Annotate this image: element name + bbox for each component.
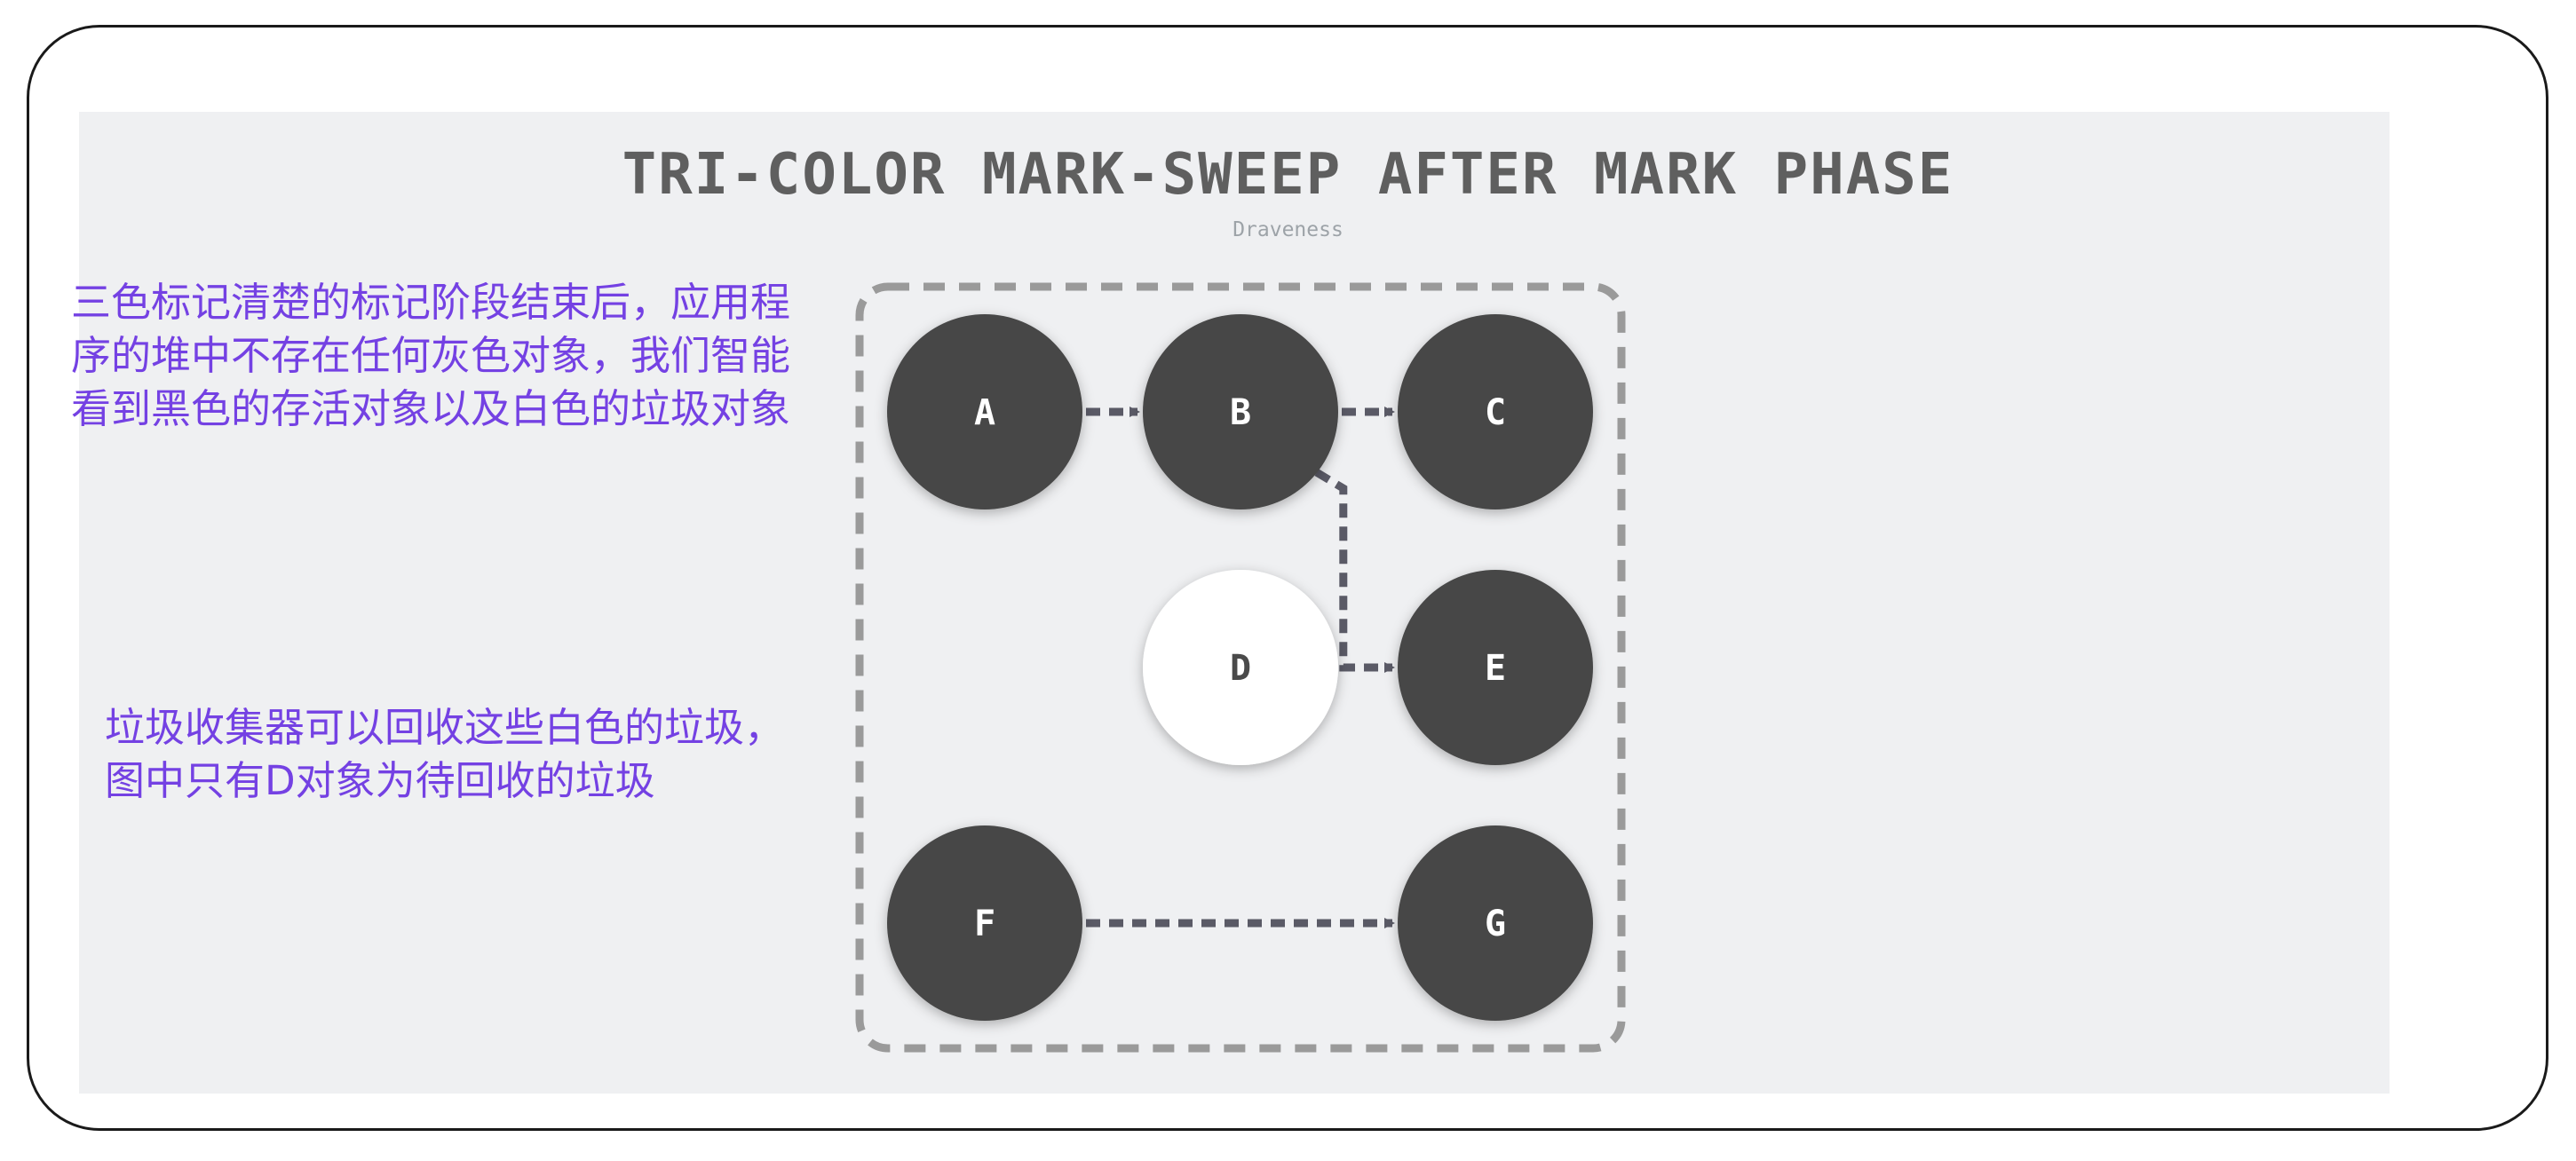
node-D: D <box>1143 570 1338 765</box>
node-F-label: F <box>974 904 995 944</box>
heap-boundary <box>855 282 1626 1053</box>
node-A-circle <box>887 314 1082 509</box>
annotation-top-line: 序的堆中不存在任何灰色对象，我们智能 <box>71 332 791 379</box>
node-A-label: A <box>974 392 995 433</box>
node-E: E <box>1398 570 1593 765</box>
node-D-circle <box>1143 570 1338 765</box>
annotation-bottom-line: 图中只有D对象为待回收的垃圾 <box>105 757 655 804</box>
node-G-circle <box>1398 825 1593 1021</box>
node-B-label: B <box>1230 392 1251 433</box>
node-A: A <box>887 314 1082 509</box>
nodes-layer: A B C D E F G <box>887 314 1593 1021</box>
annotation-bottom: 垃圾收集器可以回收这些白色的垃圾， 图中只有D对象为待回收的垃圾 <box>105 701 784 808</box>
annotation-top: 三色标记清楚的标记阶段结束后，应用程 序的堆中不存在任何灰色对象，我们智能 看到… <box>71 276 790 436</box>
node-C-circle <box>1398 314 1593 509</box>
edges-layer <box>1086 407 1395 928</box>
node-B-circle <box>1143 314 1338 509</box>
node-G-label: G <box>1485 904 1506 944</box>
node-D-label: D <box>1230 648 1251 689</box>
node-C: C <box>1398 314 1593 509</box>
node-C-label: C <box>1485 392 1506 433</box>
annotation-top-line: 看到黑色的存活对象以及白色的垃圾对象 <box>71 385 791 432</box>
node-E-circle <box>1398 570 1593 765</box>
node-G: G <box>1398 825 1593 1021</box>
figure-title: TRI-COLOR MARK-SWEEP AFTER MARK PHASE <box>622 142 1954 208</box>
edge-B-E <box>1314 469 1395 673</box>
figure-credit: Draveness <box>1233 218 1343 241</box>
node-E-label: E <box>1485 648 1506 689</box>
annotation-bottom-line: 垃圾收集器可以回收这些白色的垃圾， <box>105 704 785 751</box>
node-B: B <box>1143 314 1338 509</box>
node-F: F <box>887 825 1082 1021</box>
annotation-top-line: 三色标记清楚的标记阶段结束后，应用程 <box>71 279 791 326</box>
node-F-circle <box>887 825 1082 1021</box>
